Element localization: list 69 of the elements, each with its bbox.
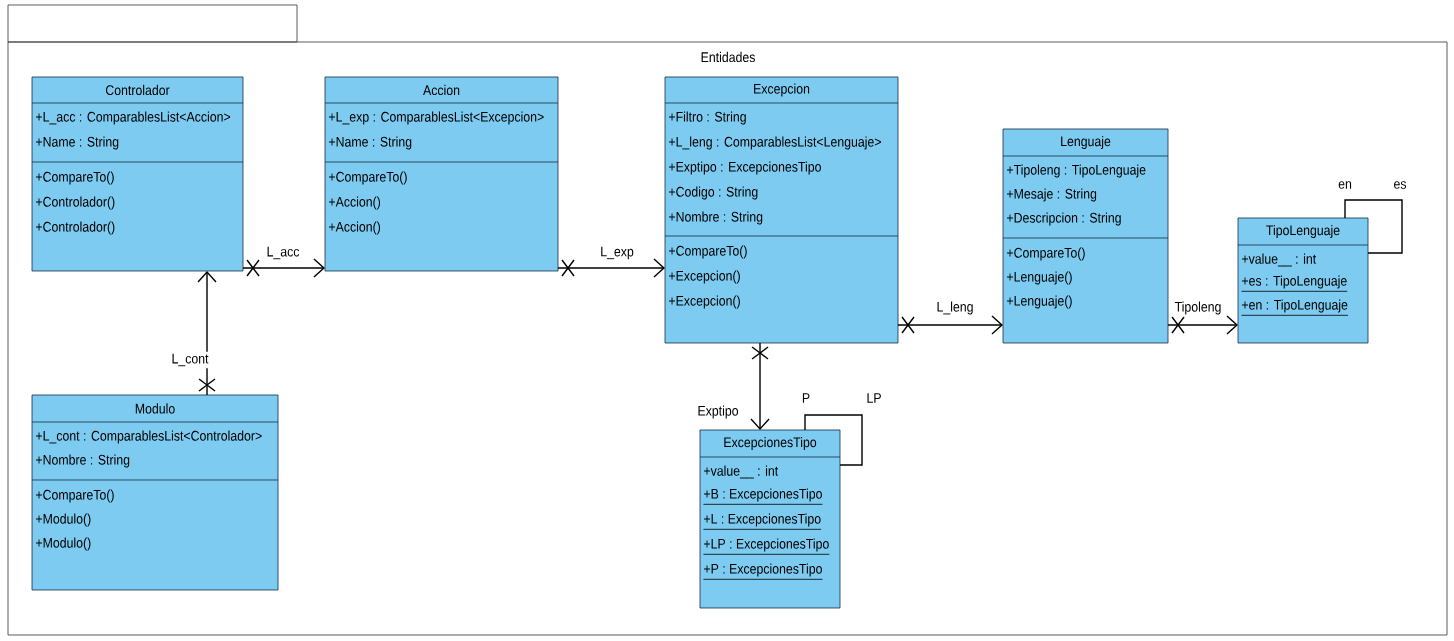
association-line	[804, 414, 863, 466]
association-line	[242, 258, 325, 278]
class-box	[1002, 128, 1169, 344]
attribute-text: +P : ExcepcionesTipo	[703, 563, 823, 580]
attribute-text: +value__ : int	[1242, 253, 1317, 267]
operation-text: +Excepcion()	[669, 295, 740, 309]
operation-text: +Excepcion()	[669, 270, 740, 284]
operation-text: +CompareTo()	[36, 489, 114, 503]
class-name: Lenguaje	[1061, 136, 1111, 150]
association-line	[897, 315, 1003, 335]
attribute-text: +L_exp : ComparablesList<Excepcion>	[329, 111, 544, 125]
attribute-text: +L_cont : ComparablesList<Controlador>	[36, 430, 262, 444]
class-box	[664, 76, 899, 344]
class-name: ExcepcionesTipo	[724, 437, 817, 451]
operation-text: +Modulo()	[36, 513, 91, 527]
operation-text: +CompareTo()	[329, 171, 407, 185]
operation-text: +Lenguaje()	[1007, 271, 1072, 285]
edge-label: en	[1336, 179, 1354, 191]
class-name: Modulo	[135, 403, 175, 414]
association-line	[197, 271, 217, 396]
attribute-text: +Name : String	[36, 136, 119, 150]
class-box	[31, 76, 244, 272]
attribute-text: +Filtro : String	[669, 111, 746, 125]
association-line	[1167, 315, 1238, 335]
association-line	[557, 258, 665, 278]
class-name: TipoLenguaje	[1266, 225, 1340, 239]
attribute-text: +L_acc : ComparablesList<Accion>	[36, 111, 231, 125]
edge-label: P	[799, 391, 813, 405]
operation-text: +CompareTo()	[36, 171, 114, 185]
operation-text: +Modulo()	[36, 537, 91, 551]
role-name: es	[1391, 179, 1409, 191]
edge-label: Exptipo	[695, 403, 741, 421]
attribute-text: +Mesaje : String	[1007, 188, 1097, 202]
attribute-text: +LP : ExcepcionesTipo	[703, 538, 830, 555]
attribute-text: +B : ExcepcionesTipo	[703, 488, 823, 505]
association-line	[750, 342, 770, 430]
attribute-text: +Descripcion : String	[1007, 212, 1121, 226]
edge-label: L_leng	[934, 299, 976, 317]
edge-label: L_exp	[598, 244, 636, 262]
edge-label: L_cont	[169, 351, 211, 369]
operation-text: +Accion()	[329, 221, 381, 235]
attribute-text: +Exptipo : ExcepcionesTipo	[669, 161, 821, 175]
class-name: Excepcion	[754, 83, 810, 97]
role-name: LP	[864, 391, 884, 405]
operation-text: +Controlador()	[36, 196, 115, 210]
class-box	[1237, 217, 1369, 344]
edge-label: Tipoleng	[1172, 299, 1224, 317]
class-box	[31, 394, 279, 591]
attribute-text: +Codigo : String	[669, 186, 758, 200]
operation-text: +CompareTo()	[669, 245, 747, 259]
attribute-text: +Nombre : String	[36, 454, 130, 468]
attribute-text: +L_leng : ComparablesList<Lenguaje>	[669, 136, 881, 150]
operation-text: +Controlador()	[36, 221, 115, 235]
attribute-text: +Tipoleng : TipoLenguaje	[1007, 164, 1146, 178]
edge-label: L_acc	[264, 244, 302, 262]
attribute-text: +es : TipoLenguaje	[1241, 275, 1348, 292]
attribute-text: +Name : String	[329, 136, 412, 150]
class-name: Controlador	[105, 84, 170, 96]
attribute-text: +value__ : int	[704, 465, 779, 479]
class-box	[699, 429, 841, 609]
class-name: Accion	[423, 84, 460, 96]
attribute-text: +L : ExcepcionesTipo	[703, 513, 822, 530]
operation-text: +Accion()	[329, 196, 381, 210]
operation-text: +CompareTo()	[1007, 247, 1085, 261]
attribute-text: +Nombre : String	[669, 211, 763, 225]
association-line	[1344, 199, 1403, 254]
class-box	[324, 76, 559, 272]
attribute-text: +en : TipoLenguaje	[1241, 299, 1349, 316]
operation-text: +Lenguaje()	[1007, 295, 1072, 309]
